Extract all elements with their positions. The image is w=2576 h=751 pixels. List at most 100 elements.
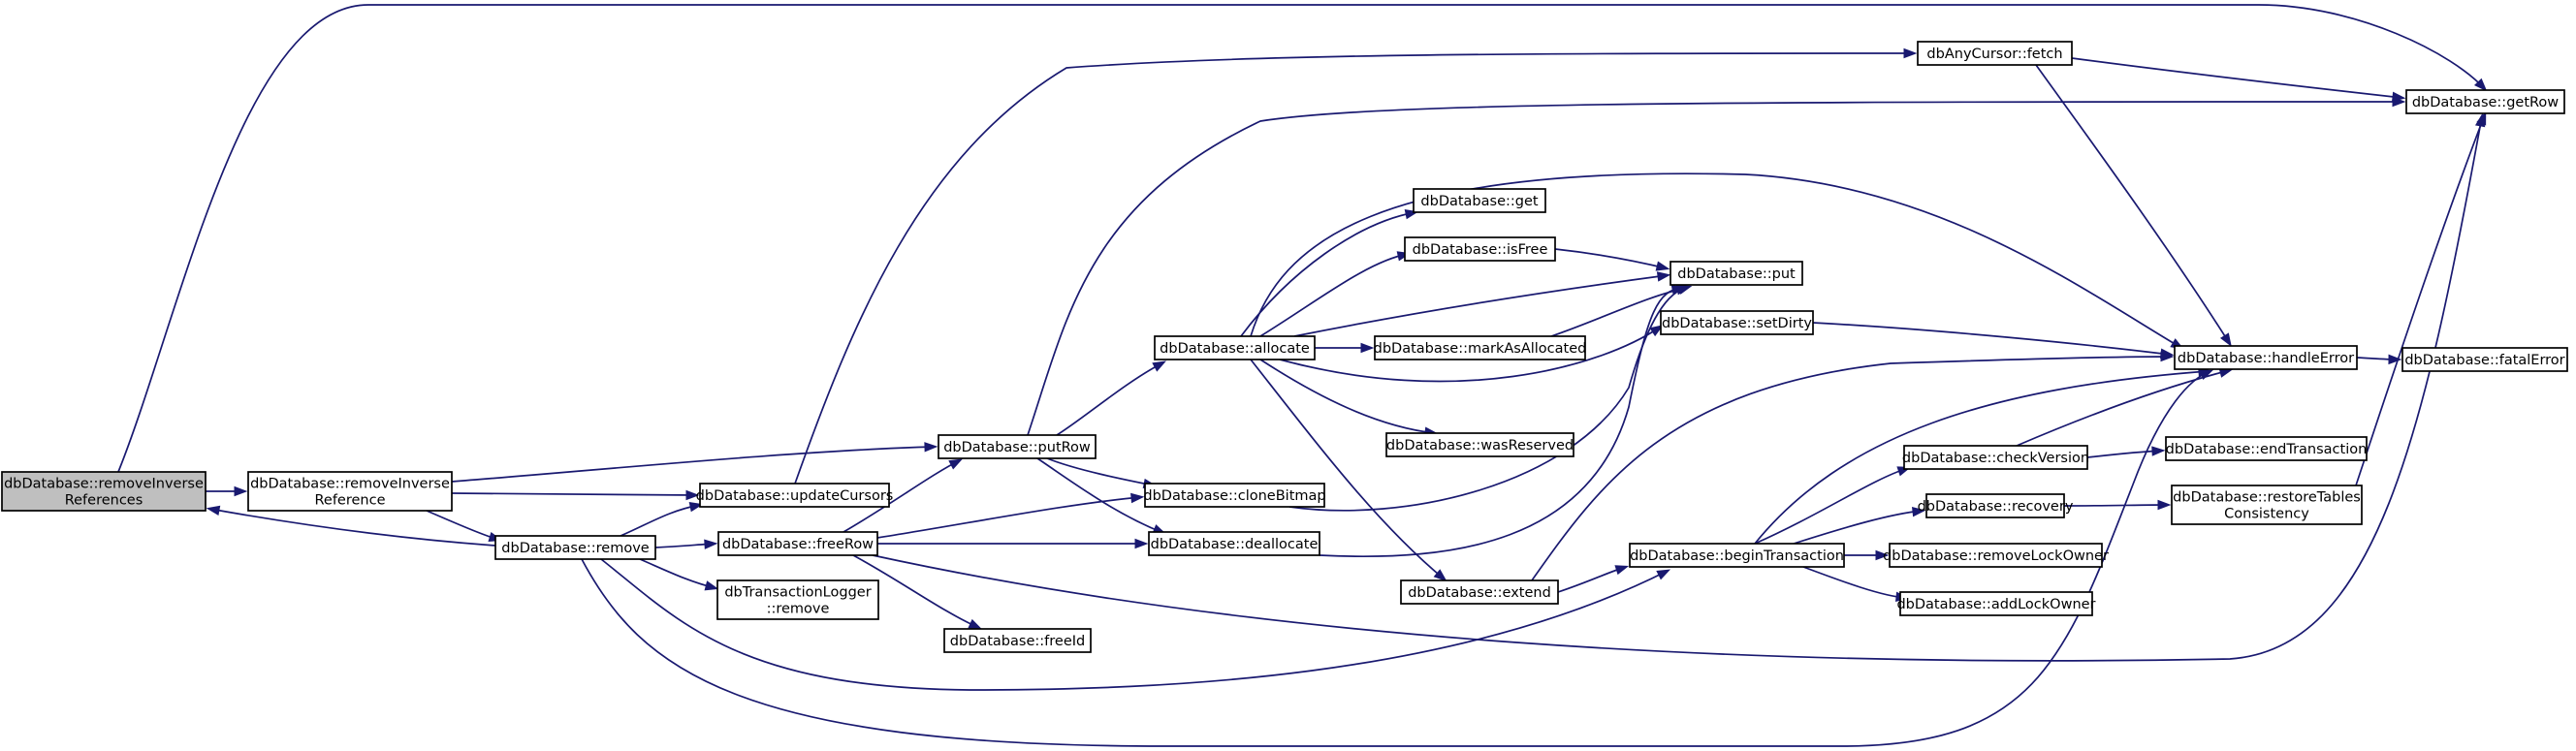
node-extend[interactable]: dbDatabase::extend [1400,579,1559,605]
node-endtx[interactable]: dbDatabase::endTransaction [2165,436,2368,461]
edge-line [1812,322,2172,356]
node-box [2405,89,2565,114]
arrow-head [1655,261,1670,271]
node-label: dbDatabase::removeInverse [4,477,204,492]
node-getrow[interactable]: dbDatabase::getRow [2405,89,2565,114]
edge-allocate-to-wasres [1259,359,1439,437]
node-label: dbDatabase::fatalError [2404,353,2564,368]
node-label: dbDatabase::updateCursors [696,488,894,504]
node-allocate[interactable]: dbDatabase::allocate [1154,335,1316,360]
edge-line [1250,172,2182,349]
arrow-head [1130,492,1145,504]
node-box [1629,543,1845,568]
node-wasres[interactable]: dbDatabase::wasReserved [1385,432,1574,457]
arrow-head [704,539,718,549]
node-rmlock[interactable]: dbDatabase::removeLockOwner [1883,543,2109,568]
node-box [1404,236,1556,262]
arrow-head [1656,569,1671,580]
node-setdirty[interactable]: dbDatabase::setDirty [1660,310,1814,335]
edge-remove-to-tlremove [639,558,719,591]
node-label: dbDatabase::get [1420,194,1538,209]
node-clonebm[interactable]: dbDatabase::cloneBitmap [1143,483,1326,508]
node-checkver[interactable]: dbDatabase::checkVersion [1902,445,2089,470]
arrow-head [1152,360,1167,372]
node-freerow[interactable]: dbDatabase::freeRow [717,531,878,556]
arrow-head [688,501,704,513]
node-label: dbDatabase::deallocate [1151,537,1319,552]
node-tlremove[interactable]: dbTransactionLogger::remove [716,579,879,620]
node-box [1660,310,1814,335]
edge-line [1279,326,1662,383]
arrow-head [704,580,719,591]
edge-remove-to-freerow [654,539,718,549]
node-updcur[interactable]: dbDatabase::updateCursors [696,483,894,508]
node-fetch[interactable]: dbAnyCursor::fetch [1917,41,2073,66]
edge-checkver-to-endtx [2086,446,2166,458]
arrow-head [1675,285,1691,296]
edge-rir-to-getrow [117,4,2488,473]
edge-begintx-to-addlock [1802,566,1910,603]
edge-line [1793,510,1924,545]
edge-line [1754,370,2210,545]
node-box [1917,41,2073,66]
edge-allocate-to-put [1293,271,1671,337]
arrow-head [1875,549,1890,561]
node-addlock[interactable]: dbDatabase::addLockOwner [1896,591,2096,616]
node-get[interactable]: dbDatabase::get [1413,188,1546,213]
node-freeid[interactable]: dbDatabase::freeId [943,628,1092,653]
edge-restore-to-getrow [2355,110,2487,486]
edge-line [2063,504,2169,507]
edge-line [1259,253,1409,337]
arrow-head [234,485,248,497]
node-label: dbDatabase::extend [1408,585,1551,601]
edge-line [208,508,496,547]
edge-line [1056,361,1164,436]
node-box [247,471,453,512]
edge-line [620,504,701,537]
edge-line [1557,566,1627,593]
edge-rir-to-rir1 [205,485,248,497]
edge-line [2355,113,2486,486]
edge-line [581,370,2211,747]
node-box [1374,335,1586,360]
node-box [1889,543,2103,568]
edge-line [1802,566,1907,599]
node-putrow[interactable]: dbDatabase::putRow [938,434,1097,459]
edge-recovery-to-restore [2063,499,2172,511]
node-label: dbDatabase::markAsAllocated [1374,341,1587,357]
edge-line [1754,467,1909,545]
node-label: dbDatabase::allocate [1160,341,1310,357]
edge-layer [117,4,2488,747]
node-isfree[interactable]: dbDatabase::isFree [1404,236,1556,262]
node-box [2174,345,2358,370]
edge-line [852,554,980,629]
node-label: dbDatabase::putRow [943,440,1091,455]
edge-line [1293,274,1669,337]
node-remove[interactable]: dbDatabase::remove [494,535,656,560]
node-handleerr[interactable]: dbDatabase::handleError [2174,345,2358,370]
edge-updcur-to-fetch [794,47,1918,485]
edge-line [872,115,2483,662]
node-recovery[interactable]: dbDatabase::recovery [1918,493,2074,518]
node-label: Consistency [2224,507,2309,522]
edge-remove-to-rir [206,505,496,547]
arrow-head [2157,499,2172,511]
node-fatal[interactable]: dbDatabase::fatalError [2401,347,2568,372]
node-put[interactable]: dbDatabase::put [1670,261,1803,286]
node-box [1670,261,1803,286]
node-label: dbDatabase::removeInverse [250,477,450,492]
node-begintx[interactable]: dbDatabase::beginTransaction [1629,543,1845,568]
node-box [717,531,878,556]
edge-allocate-to-setdirty [1279,325,1664,383]
node-box [1154,335,1316,360]
edge-begintx-to-rmlock [1844,549,1890,561]
node-box [1413,188,1546,213]
edge-line [843,459,961,533]
node-dealloc[interactable]: dbDatabase::deallocate [1148,531,1320,556]
node-markalloc[interactable]: dbDatabase::markAsAllocated [1374,335,1587,360]
edge-line [1250,359,1446,580]
